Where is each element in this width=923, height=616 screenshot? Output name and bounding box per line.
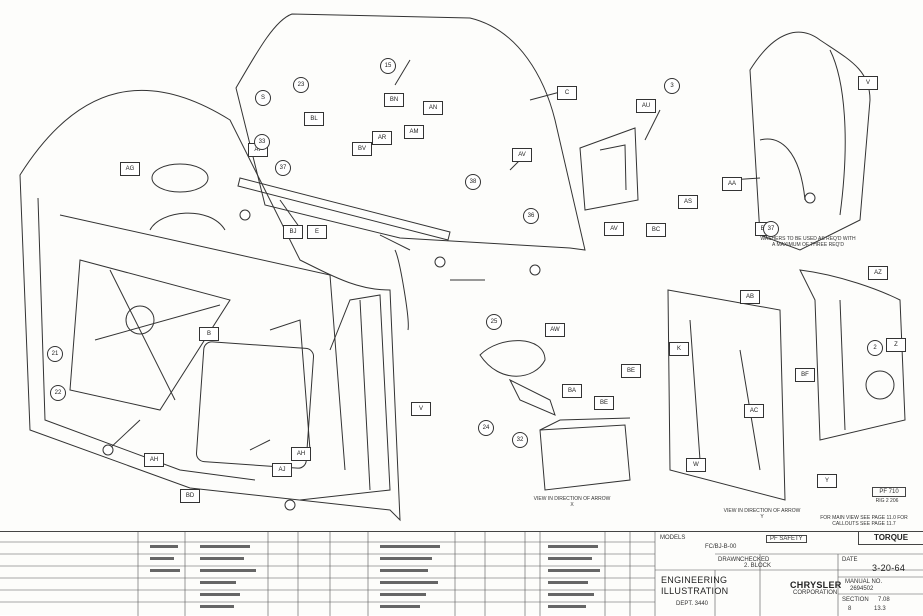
- chrysler-sub: CORPORATION: [793, 590, 838, 596]
- title-block: MODELS FC/BJ-B-00 PF SAFETY ENGINEERING …: [0, 531, 923, 616]
- callout-circle: S: [255, 90, 271, 106]
- callout-box: Y: [817, 474, 837, 488]
- drawn-label: DRAWN: [718, 557, 741, 563]
- engineering-label: ENGINEERING: [661, 575, 728, 585]
- window-regulator: [69, 259, 231, 411]
- callout-box: AA: [722, 177, 742, 191]
- pf-safety-label: PF SAFETY: [766, 535, 807, 543]
- callout-box: AH: [291, 447, 311, 461]
- pf-reference: PF 710: [872, 487, 906, 497]
- callout-box: B: [199, 327, 219, 341]
- callout-box: AM: [404, 125, 424, 139]
- callout-box: E: [307, 225, 327, 239]
- washers-note: WASHERS TO BE USED AS REQ'D WITH A MAXIM…: [760, 236, 856, 248]
- door-glass: [235, 13, 586, 251]
- callout-box: BA: [562, 384, 582, 398]
- quarter-panel-view: [749, 31, 871, 251]
- callout-box: Z: [886, 338, 906, 352]
- callout-box: AJ: [272, 463, 292, 477]
- callout-box: BL: [304, 112, 324, 126]
- dept-label: DEPT. 3440: [676, 601, 709, 607]
- models-label: MODELS: [660, 535, 686, 541]
- page-value: 8: [848, 606, 852, 612]
- callout-circle: 38: [465, 174, 481, 190]
- callout-box: BD: [180, 489, 200, 503]
- manual-no-value: 2694502: [850, 586, 874, 592]
- illustration-label: ILLUSTRATION: [661, 586, 729, 596]
- callout-circle: 36: [523, 208, 539, 224]
- callout-circle: 15: [380, 58, 396, 74]
- manual-no-label: MANUAL NO.: [845, 579, 883, 585]
- door-outer-frame: [19, 89, 401, 522]
- callout-circle: 32: [512, 432, 528, 448]
- callout-circle: 37: [763, 221, 779, 237]
- outside-mirror: [479, 340, 546, 377]
- view-x-caption: VIEW IN DIRECTION OF ARROW X: [533, 496, 611, 508]
- callout-box: BJ: [283, 225, 303, 239]
- callout-box: AV: [512, 148, 532, 162]
- callout-circle: 24: [478, 420, 494, 436]
- callout-box: BV: [352, 142, 372, 156]
- torque-header: TORQUE: [858, 531, 923, 545]
- callout-box: AV: [604, 222, 624, 236]
- callout-circle: 3: [664, 78, 680, 94]
- callout-box: AB: [740, 290, 760, 304]
- callout-box: AU: [636, 99, 656, 113]
- view-y-caption: VIEW IN DIRECTION OF ARROW Y: [723, 508, 801, 520]
- callout-box: AR: [372, 131, 392, 145]
- checked-label: CHECKED: [740, 557, 770, 563]
- callout-circle: 33: [254, 134, 270, 150]
- callout-circle: 22: [50, 385, 66, 401]
- callout-box: BF: [795, 368, 815, 382]
- callout-box: BC: [646, 223, 666, 237]
- door-assembly-drawing: [19, 13, 906, 522]
- models-value: FC/BJ-B-00: [705, 544, 737, 550]
- glass-lower-channel: [237, 177, 451, 241]
- callout-box: AG: [120, 162, 140, 176]
- callout-box: C: [557, 86, 577, 100]
- callout-circle: 37: [275, 160, 291, 176]
- callout-box: BE: [594, 396, 614, 410]
- callout-box: K: [669, 342, 689, 356]
- callout-box: AH: [144, 453, 164, 467]
- callout-box: AZ: [868, 266, 888, 280]
- callout-box: BE: [621, 364, 641, 378]
- page-value-2: 13.3: [874, 606, 886, 612]
- date-label: DATE: [842, 557, 858, 563]
- callout-box: V: [858, 76, 878, 90]
- callout-box: AW: [545, 323, 565, 337]
- date-value: 3-20-64: [872, 563, 906, 573]
- section-value: 7.08: [878, 597, 890, 603]
- checked-value: 2. BLOCK: [744, 563, 772, 569]
- callout-box: W: [686, 458, 706, 472]
- section-label: SECTION: [842, 597, 869, 603]
- callout-circle: 21: [47, 346, 63, 362]
- callout-box: AS: [678, 195, 698, 209]
- callout-circle: 23: [293, 77, 309, 93]
- main-view-note: FOR MAIN VIEW SEE PAGE 11.0 FOR CALLOUTS…: [820, 515, 908, 527]
- callout-circle: 2: [867, 340, 883, 356]
- pf-sub-reference: RIG 2 206: [875, 498, 899, 504]
- callout-box: V: [411, 402, 431, 416]
- callout-box: AC: [744, 404, 764, 418]
- callout-circle: 25: [486, 314, 502, 330]
- mirror-oval: [151, 163, 209, 193]
- callout-box: BN: [384, 93, 404, 107]
- chrysler-logo-text: CHRYSLER: [790, 580, 842, 590]
- parts-table-grid: [0, 532, 923, 616]
- callout-box: AN: [423, 101, 443, 115]
